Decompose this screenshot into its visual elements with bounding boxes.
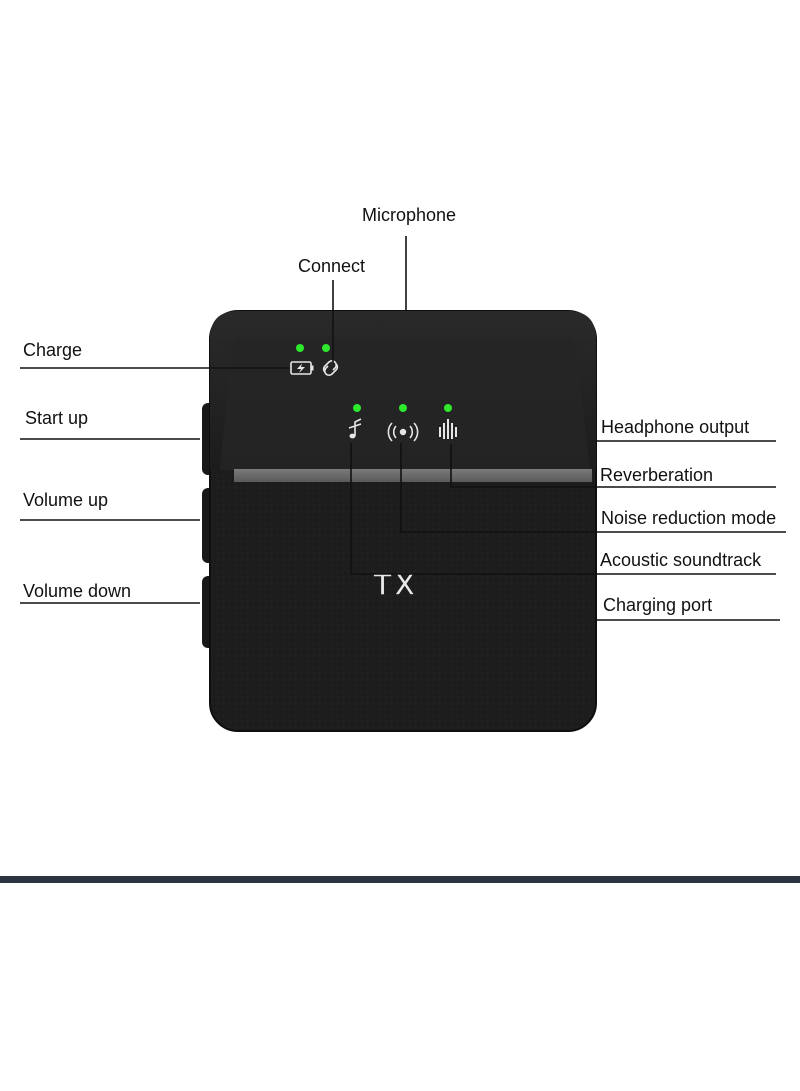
label-microphone: Microphone bbox=[362, 205, 456, 225]
label-acoustic-soundtrack: Acoustic soundtrack bbox=[600, 550, 762, 570]
music-note-icon bbox=[348, 418, 362, 439]
label-charge: Charge bbox=[23, 340, 82, 360]
label-noise-reduction-mode: Noise reduction mode bbox=[601, 508, 776, 528]
label-reverberation: Reverberation bbox=[600, 465, 713, 485]
bottom-divider-bar bbox=[0, 876, 800, 883]
label-start-up: Start up bbox=[25, 408, 88, 428]
device-name: TX bbox=[373, 568, 418, 601]
battery-icon bbox=[290, 361, 314, 375]
connect-led bbox=[322, 344, 330, 352]
link-icon bbox=[322, 359, 339, 377]
noise-reduction-icon bbox=[387, 422, 419, 442]
reverb-wave-icon bbox=[439, 419, 457, 439]
noise-reduction-led bbox=[399, 404, 407, 412]
device-top-panel-inset bbox=[220, 336, 590, 470]
charge-led bbox=[296, 344, 304, 352]
leader-acoustic-soundtrack bbox=[350, 443, 776, 575]
acoustic-led bbox=[353, 404, 361, 412]
label-volume-up: Volume up bbox=[23, 490, 108, 510]
device-grey-strip bbox=[234, 469, 592, 482]
label-headphone-output: Headphone output bbox=[601, 417, 749, 437]
label-charging-port: Charging port bbox=[603, 595, 712, 615]
label-volume-down: Volume down bbox=[23, 581, 131, 601]
leader-noise-reduction bbox=[400, 443, 786, 533]
reverb-led bbox=[444, 404, 452, 412]
label-connect: Connect bbox=[298, 256, 365, 276]
leader-reverberation bbox=[450, 444, 776, 488]
